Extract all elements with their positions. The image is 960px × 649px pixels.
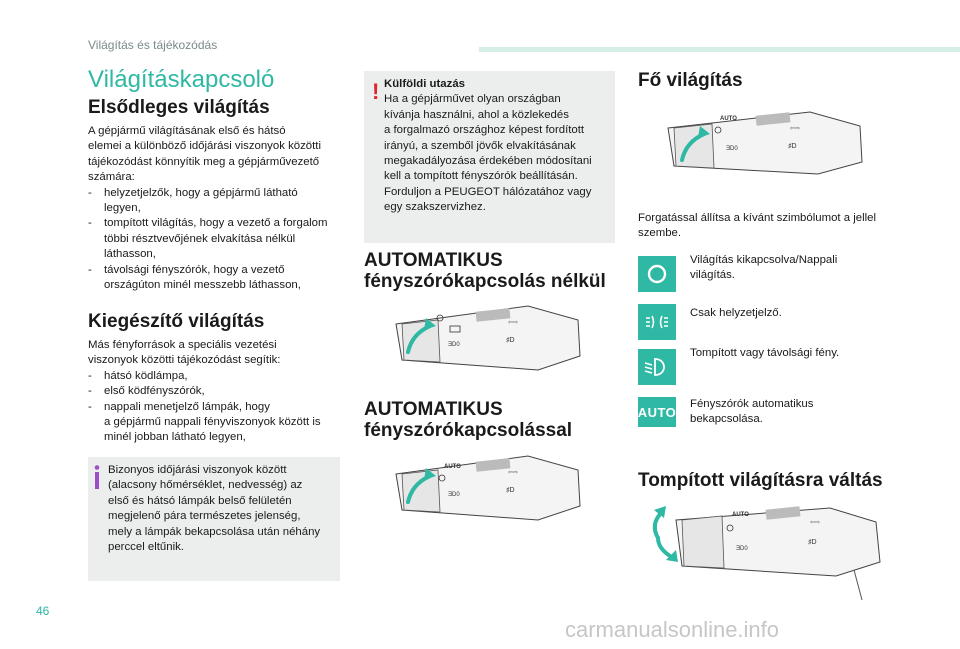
primary-text: A gépjármű világításának első és hátsó e…: [88, 124, 348, 293]
stalk-illustration-dip: AUTO ƎD0 ⇦⇨ ♯D: [652, 506, 881, 601]
svg-text:AUTO: AUTO: [720, 116, 737, 122]
auto-icon: AUTO: [638, 397, 676, 427]
section-label: Világítás és tájékozódás: [88, 38, 218, 52]
svg-text:AUTO: AUTO: [732, 512, 749, 518]
warning-icon: !: [372, 79, 380, 104]
watermark: carmanualsonline.info: [565, 617, 780, 642]
main-lighting-heading: Fő világítás: [638, 70, 743, 91]
svg-text:♯D: ♯D: [506, 337, 515, 344]
auxiliary-text: Más fényforrások a speciális vezetési vi…: [88, 338, 348, 446]
stalk-illustration-auto: AUTO ƎD0 ⇦⇨ ♯D: [395, 455, 581, 521]
option-off-text: Világítás kikapcsolva/Nappali világítás.: [690, 254, 838, 282]
stalk-illustration-no-auto: ƎD0 ⇦⇨ ♯D: [395, 305, 581, 371]
side-lights-icon: [638, 304, 676, 340]
svg-text:♯D: ♯D: [808, 539, 817, 546]
stalk-illustration-main: AUTO ƎD0 ⇦⇨ ♯D: [667, 111, 863, 175]
dipped-beam-icon: [638, 349, 676, 385]
svg-text:♯D: ♯D: [506, 487, 515, 494]
page-title: Világításkapcsoló: [88, 66, 275, 93]
auto-label: AUTO: [444, 464, 461, 470]
list-item: helyzetjelzők, hogy a gépjármű láthatóle…: [88, 186, 348, 217]
no-auto-heading: AUTOMATIKUS fényszórókapcsolás nélkül: [364, 250, 606, 292]
option-dipped-text: Tompított vagy távolsági fény.: [690, 347, 840, 359]
auxiliary-heading: Kiegészítő világítás: [88, 311, 265, 332]
svg-text:⇦⇨: ⇦⇨: [790, 126, 800, 132]
svg-text:ƎD0: ƎD0: [726, 146, 738, 152]
info-box: Bizonyos időjárási viszonyok között (ala…: [88, 457, 340, 581]
header-rule: [479, 47, 960, 52]
primary-heading: Elsődleges világítás: [88, 97, 270, 118]
info-icon: [94, 465, 100, 489]
list-item: távolsági fényszórók, hogy a vezetőorszá…: [88, 263, 348, 294]
page-number: 46: [36, 604, 50, 618]
svg-text:⇦⇨: ⇦⇨: [810, 520, 820, 526]
option-sidelights-text: Csak helyzetjelző.: [690, 307, 782, 319]
dip-switch-heading: Tompított világításra váltás: [638, 470, 883, 491]
svg-text:⇦⇨: ⇦⇨: [508, 470, 518, 476]
main-lighting-desc: Forgatással állítsa a kívánt szimbólumot…: [638, 212, 877, 240]
warning-box: ! Külföldi utazás Ha a gépjárművet olyan…: [364, 71, 615, 243]
with-auto-heading: AUTOMATIKUS fényszórókapcsolással: [364, 399, 573, 441]
circle-off-icon: [638, 256, 676, 292]
option-auto-text: Fényszórók automatikus bekapcsolása.: [690, 398, 814, 426]
svg-text:⇦⇨: ⇦⇨: [508, 320, 518, 326]
list-item: tompított világítás, hogy a vezető a for…: [88, 216, 348, 262]
list-item: első ködfényszórók,: [88, 384, 348, 400]
svg-text:ƎD0: ƎD0: [736, 546, 748, 552]
svg-text:ƎD0: ƎD0: [448, 342, 460, 348]
svg-text:♯D: ♯D: [788, 143, 797, 150]
list-item: hátsó ködlámpa,: [88, 369, 348, 385]
svg-text:ƎD0: ƎD0: [448, 492, 460, 498]
